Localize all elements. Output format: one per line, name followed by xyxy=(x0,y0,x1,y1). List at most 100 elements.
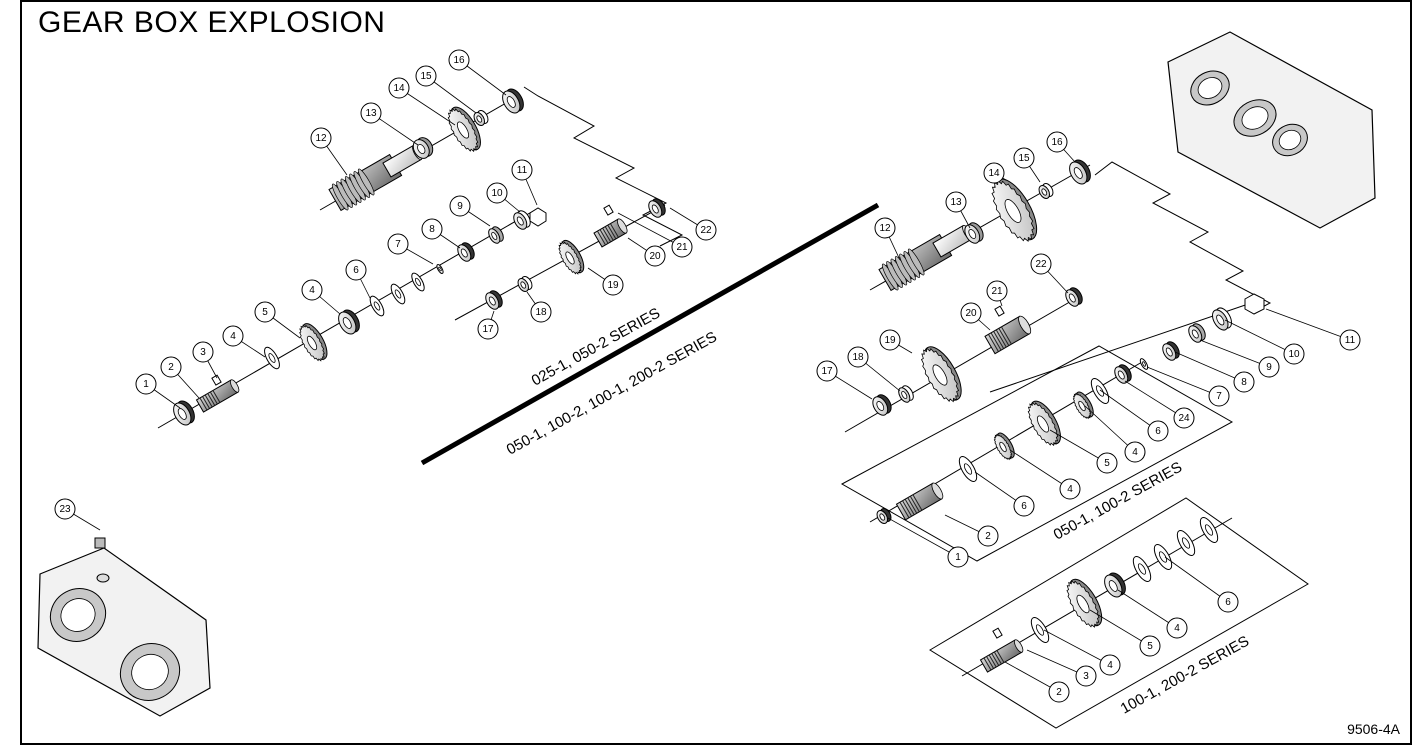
callout-number: 8 xyxy=(429,224,435,235)
callout-circle xyxy=(222,325,244,347)
callout-number: 2 xyxy=(168,362,174,373)
callout-number: 17 xyxy=(482,324,494,335)
callout-leader xyxy=(1089,609,1151,647)
left-washer-6c xyxy=(411,272,425,292)
right-bearing-13 xyxy=(964,222,984,244)
callout-number: 12 xyxy=(879,223,891,234)
callout-leader xyxy=(1265,308,1351,341)
leader-tree-left xyxy=(523,86,684,247)
left-nut-11 xyxy=(529,207,547,227)
right-bearing-17 xyxy=(872,394,892,416)
left-gear-14 xyxy=(447,106,481,153)
callout-number: 5 xyxy=(1147,641,1153,652)
left-o-ring-7 xyxy=(436,264,444,274)
right-output-shaft xyxy=(878,224,973,292)
left-seal-10 xyxy=(513,210,531,230)
right-bearing-1 xyxy=(876,508,892,524)
left-gear-19 xyxy=(558,239,585,275)
document-id: 9506-4A xyxy=(1347,721,1400,737)
right-bottom-key-3 xyxy=(992,627,1003,639)
callout-number: 8 xyxy=(1241,377,1247,388)
callout-circle xyxy=(947,546,969,568)
callout-circle xyxy=(360,102,382,124)
diagram-title: GEAR BOX EXPLOSION xyxy=(38,6,386,39)
right-bottom-washer-6b xyxy=(1153,544,1173,570)
callout-number: 23 xyxy=(59,504,71,515)
callout-number: 4 xyxy=(230,331,236,342)
callout-number: 22 xyxy=(1035,259,1047,270)
right-bottom-gear-5 xyxy=(1066,578,1103,628)
left-washer-6a xyxy=(369,295,385,317)
callout-leader xyxy=(1146,366,1220,397)
left-housing-cover xyxy=(37,547,211,717)
left-key-3 xyxy=(211,374,222,386)
right-bottom-spacer-4a xyxy=(1030,617,1050,643)
callout-number: 2 xyxy=(1056,687,1062,698)
callout-number: 9 xyxy=(1266,362,1272,373)
left-spacer-4a xyxy=(264,346,280,370)
callout-circle xyxy=(1208,385,1230,407)
right-bottom-washer-6c xyxy=(1176,530,1196,556)
callout-number: 4 xyxy=(1132,447,1138,458)
plug-seat xyxy=(96,573,110,583)
right-housing xyxy=(1167,31,1376,229)
callout-number: 10 xyxy=(1288,349,1300,360)
callout-leader xyxy=(1117,589,1178,629)
callout-number: 14 xyxy=(393,83,405,94)
callout-circle xyxy=(135,373,157,395)
callout-circle xyxy=(486,182,508,204)
group-box-050-1 xyxy=(840,345,1234,562)
callout-circle xyxy=(415,65,437,87)
callout-number: 2 xyxy=(985,531,991,542)
callout-number: 4 xyxy=(309,285,315,296)
callout-circle xyxy=(1048,681,1070,703)
callout-circle xyxy=(1046,131,1068,153)
callout-number: 18 xyxy=(852,352,864,363)
series-label-bottom-right: 100-1, 200-2 SERIES xyxy=(1118,633,1252,718)
callout-circle xyxy=(644,245,666,267)
callout-circle xyxy=(477,318,499,340)
callout-leader xyxy=(1049,429,1108,464)
left-pinion-20 xyxy=(593,218,628,248)
callout-circle xyxy=(1030,253,1052,275)
callout-leader xyxy=(887,517,959,558)
callout-number: 20 xyxy=(965,308,977,319)
right-bottom-pinion-2 xyxy=(979,639,1024,673)
callout-number: 19 xyxy=(884,335,896,346)
callout-leader xyxy=(1099,389,1159,432)
callout-number: 6 xyxy=(1225,597,1231,608)
callout-circle xyxy=(449,195,471,217)
callout-circle xyxy=(1233,371,1255,393)
callout-number: 18 xyxy=(535,307,547,318)
left-bearing-22 xyxy=(648,198,666,218)
callout-number: 5 xyxy=(1104,458,1110,469)
callout-number: 7 xyxy=(1216,391,1222,402)
callout-number: 4 xyxy=(1174,623,1180,634)
left-gear-5 xyxy=(299,323,328,362)
series-divider-line xyxy=(420,202,880,466)
callout-circle xyxy=(1147,420,1169,442)
callout-number: 5 xyxy=(262,307,268,318)
callout-number: 20 xyxy=(649,251,661,262)
right-spacer-4a xyxy=(993,432,1015,461)
callout-number: 24 xyxy=(1178,413,1190,424)
callout-number: 14 xyxy=(988,168,1000,179)
callout-circle xyxy=(983,162,1005,184)
left-retaining-ring-18 xyxy=(517,276,533,292)
callout-circle xyxy=(945,191,967,213)
axis-left-intermediate xyxy=(454,204,666,321)
callout-circle xyxy=(960,302,982,324)
callout-circle xyxy=(1124,441,1146,463)
callout-circle xyxy=(874,217,896,239)
callout-leader xyxy=(617,212,683,248)
right-key-21 xyxy=(994,305,1005,317)
callout-circle xyxy=(421,218,443,240)
callout-circle xyxy=(345,259,367,281)
callout-leader xyxy=(1224,319,1295,355)
callout-circle xyxy=(879,329,901,351)
callout-circle xyxy=(816,360,838,382)
callout-number: 10 xyxy=(491,188,503,199)
left-bearing-1 xyxy=(173,400,195,426)
right-gear-5 xyxy=(1027,400,1061,447)
